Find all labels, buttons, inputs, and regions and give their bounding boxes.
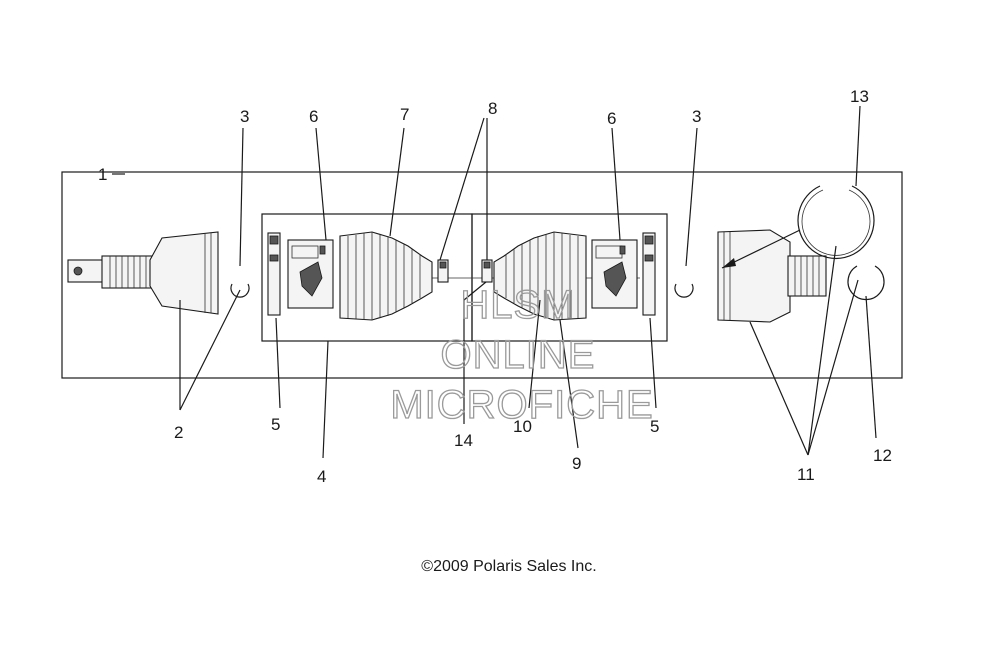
- snap-ring-large: [797, 185, 875, 259]
- clamp-right: [642, 232, 656, 316]
- callout-1: 1: [98, 165, 107, 184]
- callout-14: 14: [454, 431, 473, 450]
- callout-3-left: 3: [240, 107, 249, 126]
- grease-packet-left: [287, 239, 334, 309]
- outer-cv-joint: [67, 231, 219, 315]
- boot-kit-box-right: [471, 213, 668, 342]
- circlip-left: [230, 283, 250, 298]
- circlip-right: [674, 283, 694, 298]
- callout-5-left: 5: [271, 415, 280, 434]
- arrowhead: [722, 258, 736, 268]
- callout-11: 11: [797, 465, 815, 484]
- callout-6-left: 6: [309, 107, 318, 126]
- watermark-line-1: HLSM: [460, 283, 575, 327]
- callout-6-right: 6: [607, 109, 616, 128]
- boot-right: [493, 231, 587, 321]
- callout-10: 10: [513, 417, 532, 436]
- assembly-frame: [61, 171, 903, 379]
- inner-cv-joint: [717, 229, 827, 323]
- callout-12: 12: [873, 446, 892, 465]
- leader-lines: [112, 105, 877, 459]
- watermark-line-2: ONLINE: [441, 333, 596, 377]
- grease-packet-right: [591, 239, 638, 309]
- callout-5-right: 5: [650, 417, 659, 436]
- callout-8: 8: [488, 99, 497, 118]
- callout-2: 2: [174, 423, 183, 442]
- callout-4: 4: [317, 467, 326, 486]
- copyright-notice: ©2009 Polaris Sales Inc.: [421, 558, 596, 575]
- clamp-left: [267, 232, 281, 316]
- watermark-line-3: MICROFICHE: [390, 383, 653, 427]
- small-clamp-left: [437, 259, 449, 283]
- callout-7: 7: [400, 105, 409, 124]
- boot-left: [339, 231, 433, 321]
- callout-13: 13: [850, 87, 869, 106]
- callout-3-right: 3: [692, 107, 701, 126]
- callout-9: 9: [572, 454, 581, 473]
